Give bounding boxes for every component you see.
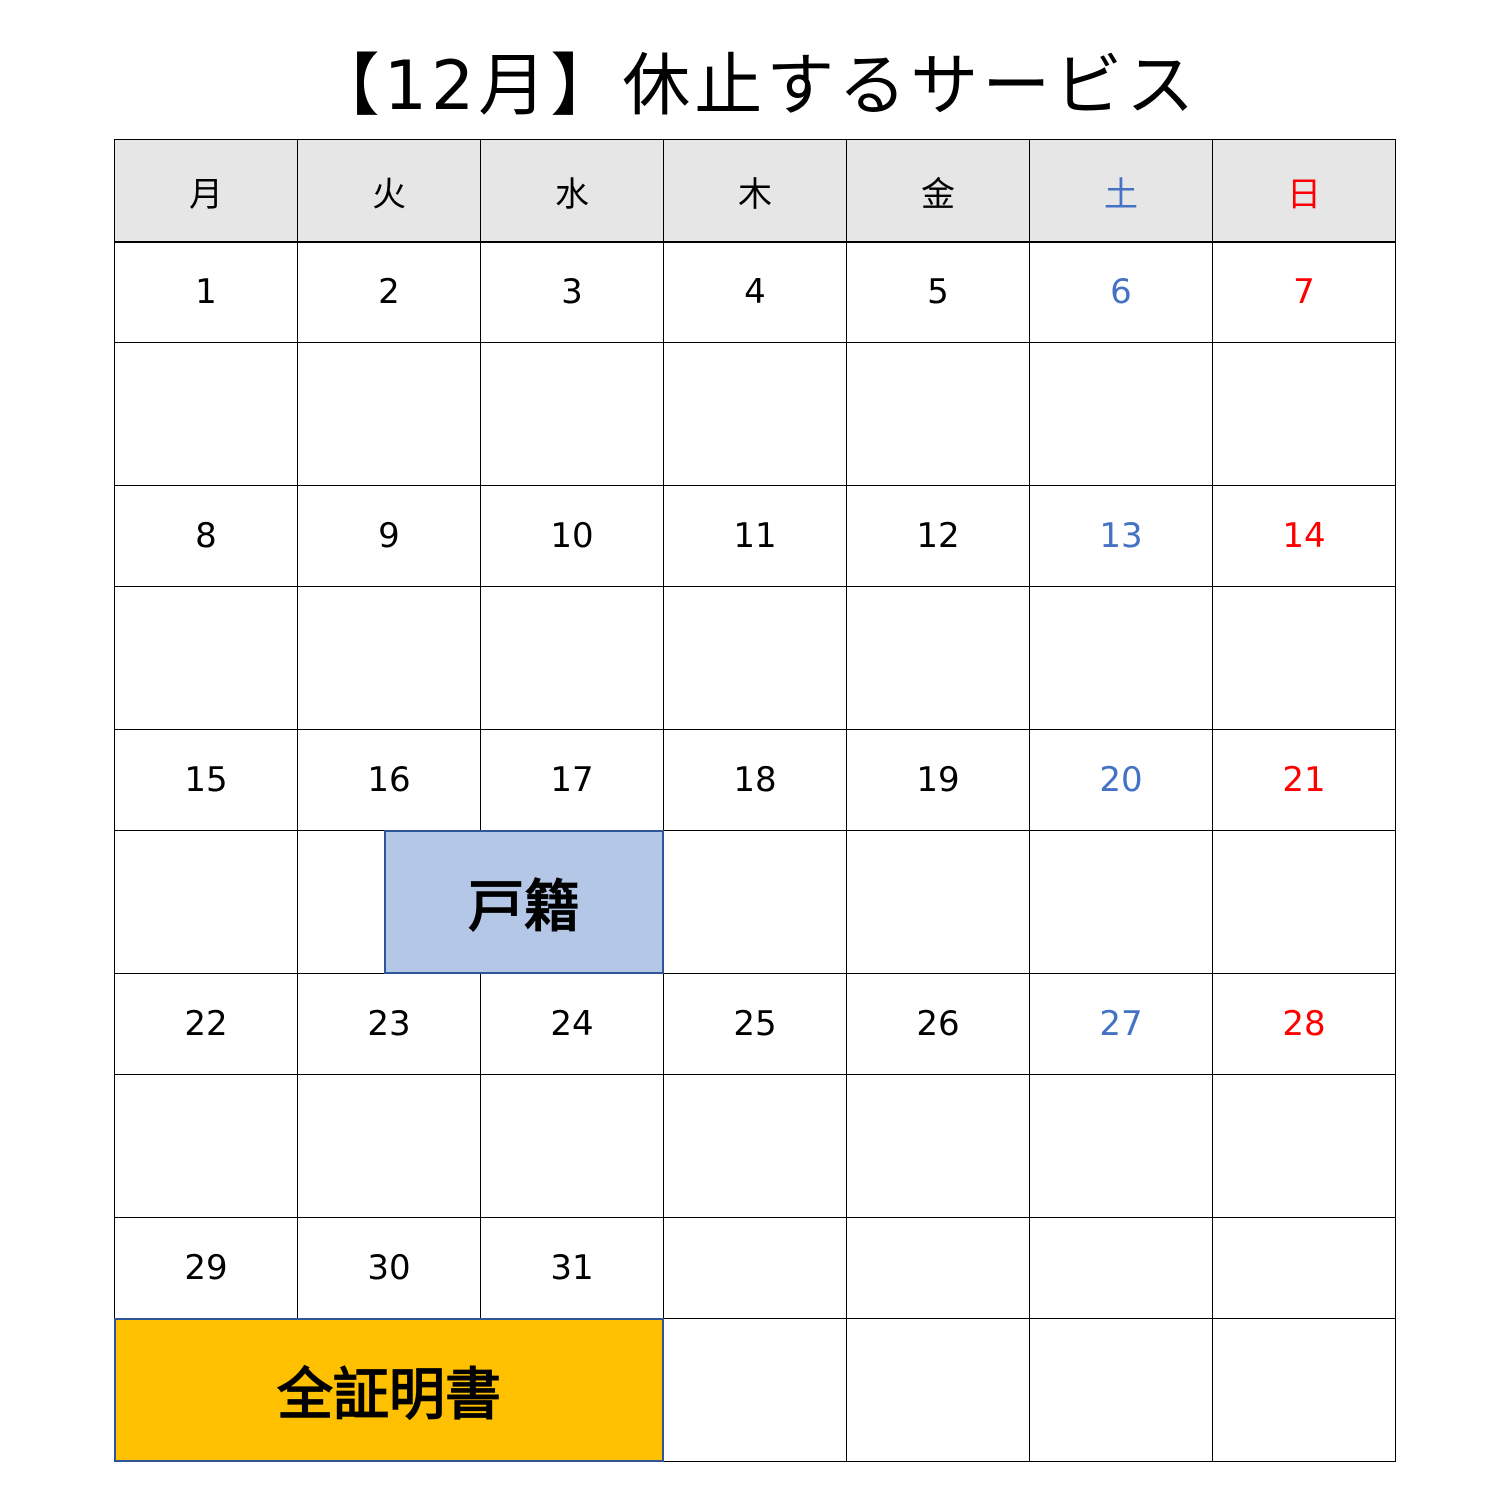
date-cell: 2: [297, 241, 481, 343]
event-cell: [114, 1074, 298, 1218]
event-cell: [1029, 586, 1213, 730]
event-cell: [480, 342, 664, 486]
weekday-header: 火: [297, 139, 481, 243]
date-cell: [846, 1217, 1030, 1319]
date-cell: 15: [114, 729, 298, 831]
event-cell: [1029, 1074, 1213, 1218]
event-cell: [846, 586, 1030, 730]
event-cell: [1212, 1074, 1396, 1218]
event-cell: [297, 1074, 481, 1218]
event-cell: [114, 342, 298, 486]
date-cell: 14: [1212, 485, 1396, 587]
date-cell: 7: [1212, 241, 1396, 343]
event-cell: [1212, 830, 1396, 974]
event-cell: [663, 586, 847, 730]
date-cell: 13: [1029, 485, 1213, 587]
date-cell: 19: [846, 729, 1030, 831]
date-cell: 28: [1212, 973, 1396, 1075]
event-cell: [846, 830, 1030, 974]
date-cell: 18: [663, 729, 847, 831]
event-cell: [663, 1074, 847, 1218]
date-cell: [1029, 1217, 1213, 1319]
date-cell: 3: [480, 241, 664, 343]
event-cell: [1212, 1318, 1396, 1462]
date-cell: 6: [1029, 241, 1213, 343]
event-cell: [663, 1318, 847, 1462]
service-suspension-block: 戸籍: [384, 830, 664, 974]
date-cell: 31: [480, 1217, 664, 1319]
weekday-header: 金: [846, 139, 1030, 243]
event-cell: [846, 1318, 1030, 1462]
date-cell: 26: [846, 973, 1030, 1075]
date-cell: 17: [480, 729, 664, 831]
date-cell: 30: [297, 1217, 481, 1319]
date-cell: [1212, 1217, 1396, 1319]
event-cell: [480, 586, 664, 730]
service-suspension-block: 全証明書: [114, 1318, 664, 1462]
date-cell: 16: [297, 729, 481, 831]
date-cell: 10: [480, 485, 664, 587]
event-cell: [846, 342, 1030, 486]
date-cell: 1: [114, 241, 298, 343]
event-cell: [297, 342, 481, 486]
event-cell: [1029, 342, 1213, 486]
weekday-header: 月: [114, 139, 298, 243]
date-cell: 9: [297, 485, 481, 587]
date-cell: 29: [114, 1217, 298, 1319]
date-cell: 8: [114, 485, 298, 587]
event-cell: [1212, 342, 1396, 486]
weekday-header: 土: [1029, 139, 1213, 243]
date-cell: 25: [663, 973, 847, 1075]
event-cell: [114, 830, 298, 974]
weekday-header: 木: [663, 139, 847, 243]
date-cell: 20: [1029, 729, 1213, 831]
event-cell: [114, 586, 298, 730]
date-cell: 22: [114, 973, 298, 1075]
event-cell: [663, 342, 847, 486]
weekday-header: 水: [480, 139, 664, 243]
event-cell: [1212, 586, 1396, 730]
date-cell: 23: [297, 973, 481, 1075]
date-cell: 24: [480, 973, 664, 1075]
event-cell: [663, 830, 847, 974]
event-cell: [297, 586, 481, 730]
date-cell: 27: [1029, 973, 1213, 1075]
date-cell: 5: [846, 241, 1030, 343]
event-cell: [1029, 1318, 1213, 1462]
date-cell: 4: [663, 241, 847, 343]
date-cell: 11: [663, 485, 847, 587]
event-cell: [846, 1074, 1030, 1218]
date-cell: [663, 1217, 847, 1319]
event-cell: [1029, 830, 1213, 974]
page-title: 【12月】休止するサービス: [311, 47, 1199, 126]
date-cell: 12: [846, 485, 1030, 587]
weekday-header: 日: [1212, 139, 1396, 243]
date-cell: 21: [1212, 729, 1396, 831]
event-cell: [480, 1074, 664, 1218]
